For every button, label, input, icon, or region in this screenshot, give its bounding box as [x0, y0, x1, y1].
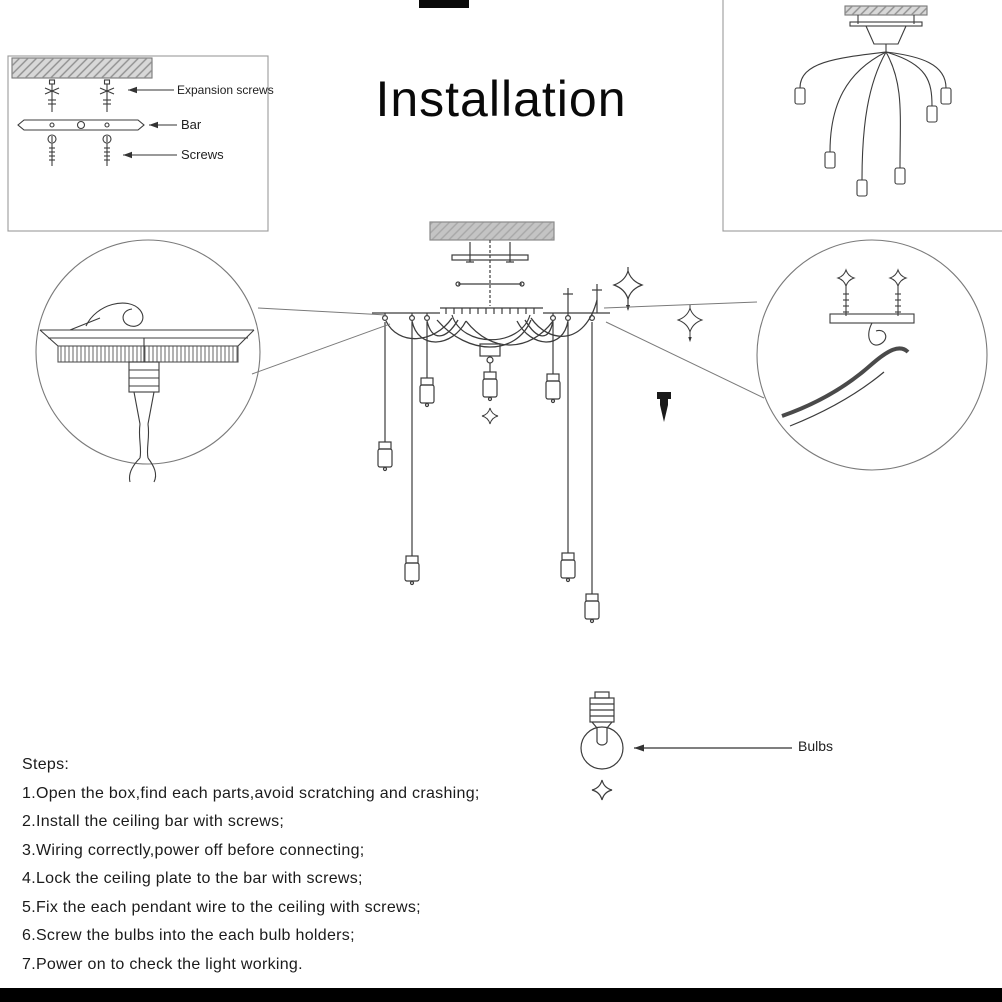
inset-border	[722, 0, 1002, 232]
spark-icon	[591, 779, 613, 801]
page-title: Installation	[375, 71, 627, 127]
screw-icon	[47, 134, 57, 166]
step-item: 6.Screw the bulbs into the each bulb hol…	[22, 927, 355, 944]
step-item: 1.Open the box,find each parts,avoid scr…	[22, 784, 480, 802]
callout-lines	[251, 301, 765, 399]
wing-anchor-icon	[612, 267, 644, 311]
bottom-black-banner	[0, 988, 1002, 1002]
pendant-cable	[781, 346, 910, 418]
screw-icon	[102, 134, 112, 166]
dark-screw-icon	[657, 392, 671, 422]
step-item: 4.Lock the ceiling plate to the bar with…	[22, 870, 363, 887]
bulb-callout-arrow	[634, 744, 792, 752]
expansion-screw-icon	[44, 79, 60, 112]
pendant-socket	[794, 87, 952, 197]
bar-label: Bar	[181, 117, 202, 132]
hook	[868, 322, 887, 346]
wire-fixing-detail-circle	[756, 239, 988, 471]
expansion-screws-label: Expansion screws	[177, 83, 274, 97]
bulbs-label: Bulbs	[798, 738, 834, 754]
canopy	[865, 25, 907, 45]
steps-list: Steps: 1.Open the box,find each parts,av…	[22, 756, 742, 984]
swag-wires	[385, 299, 598, 348]
step-item: 2.Install the ceiling bar with screws;	[22, 813, 285, 830]
wire-hooks	[382, 313, 595, 322]
pendant-socket	[377, 371, 600, 624]
ceiling-hook-posts	[563, 284, 602, 313]
screws-label: Screws	[181, 147, 224, 162]
steps-heading: Steps:	[22, 756, 70, 773]
mounting-bar	[17, 119, 145, 131]
ceiling-plate-detail-circle	[35, 239, 261, 483]
expansion-screw-icon	[99, 79, 115, 112]
main-assembly-diagram	[372, 221, 610, 624]
wire-loop	[85, 302, 144, 327]
callout-arrows	[123, 86, 177, 159]
spark-icon	[481, 407, 499, 425]
screw-icon	[836, 268, 856, 316]
screw-icon	[888, 268, 908, 316]
pendant-wires	[384, 322, 593, 594]
step-item: 3.Wiring correctly,power off before conn…	[22, 841, 365, 859]
canopy	[440, 307, 543, 364]
top-crop-remnant	[419, 0, 469, 8]
step-item: 5.Fix the each pendant wire to the ceili…	[22, 898, 421, 916]
bulb-figure	[580, 691, 792, 801]
assembled-lamp-inset	[722, 0, 1002, 232]
step-item: 7.Power on to check the light working.	[22, 955, 303, 973]
inset-border	[7, 55, 269, 232]
wing-anchor-icon	[676, 304, 704, 343]
ceiling-bar-inset	[7, 55, 269, 232]
lamp-holder	[128, 361, 160, 483]
anchor-screw-icons	[612, 267, 704, 422]
